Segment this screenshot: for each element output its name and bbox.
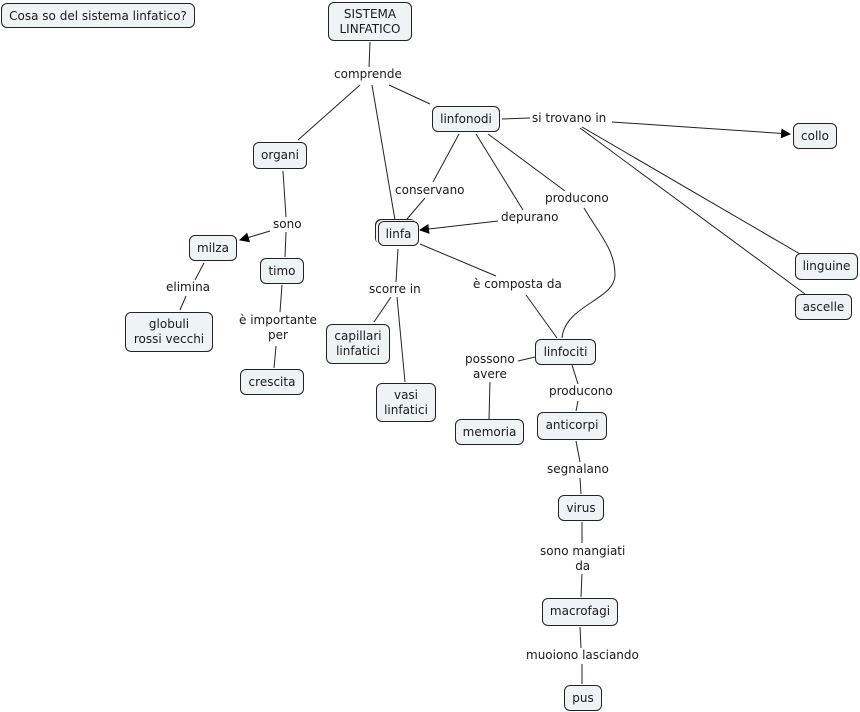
concept-sistema-linfatico[interactable]: SISTEMA LINFATICO <box>328 2 412 41</box>
concept-crescita[interactable]: crescita <box>240 369 304 395</box>
link-linfonodi-conservano <box>432 133 460 183</box>
concept-anticorpi[interactable]: anticorpi <box>537 412 607 440</box>
link-comprende-linfonodi <box>388 84 431 105</box>
link-label-e-composta-da: è composta da <box>471 277 564 292</box>
link-label-elimina: elimina <box>164 280 213 295</box>
link-sono-milza <box>239 230 271 243</box>
concept-collo[interactable]: collo <box>793 123 837 149</box>
link-label-producono: producono <box>543 191 611 206</box>
link-scorrein-vasi <box>396 296 406 383</box>
link-comprende-linfa <box>371 84 396 221</box>
link-segnalano-virus <box>579 477 582 495</box>
link-conservano-linfa <box>406 197 426 220</box>
link-sitrovano-linguine <box>581 126 801 255</box>
link-importante-crescita <box>273 345 277 369</box>
link-depurano-linfa <box>419 220 499 234</box>
concept-memoria[interactable]: memoria <box>455 419 524 445</box>
link-label-e-importante-per: è importante per <box>237 313 319 343</box>
link-label-si-trovano-in: si trovano in <box>530 111 609 126</box>
concept-vasi-linfatici[interactable]: vasi linfatici <box>376 383 436 422</box>
link-producono-linfociti <box>561 207 616 339</box>
concept-ascelle[interactable]: ascelle <box>795 294 852 320</box>
link-macrofagi-muoiono <box>579 626 582 649</box>
link-label-depurano: depurano <box>499 210 561 225</box>
link-linfa-scorrein <box>395 248 399 283</box>
link-label-sono: sono <box>271 217 304 232</box>
link-linfonodi-sitrovano <box>501 117 531 120</box>
link-label-comprende: comprende <box>332 67 404 82</box>
link-label-segnalano: segnalano <box>545 462 611 477</box>
link-label-muoiono-lasciando: muoiono lasciando <box>524 648 641 663</box>
link-possono-memoria <box>488 380 491 420</box>
link-label-possono-avere: possono avere <box>463 352 517 382</box>
link-label-conservano: conservano <box>393 183 467 198</box>
link-sitrovano-collo <box>611 121 791 139</box>
link-organi-sono <box>282 170 287 218</box>
link-linfonodi-depurano <box>475 133 524 211</box>
link-linfonodi-producono <box>487 133 566 192</box>
link-label-sono-mangiati-da: sono mangiati da <box>538 544 628 574</box>
concept-virus[interactable]: virus <box>558 495 604 521</box>
concept-organi[interactable]: organi <box>253 142 307 169</box>
link-label-scorre-in: scorre in <box>367 282 423 297</box>
link-elimina-globuli <box>179 295 187 311</box>
concept-globuli-rossi-vecchi[interactable]: globuli rossi vecchi <box>125 312 213 352</box>
link-mangiati-macrofagi <box>580 572 583 598</box>
title-node[interactable]: Cosa so del sistema linfatico? <box>1 3 195 28</box>
concept-timo[interactable]: timo <box>260 258 304 284</box>
concept-pus[interactable]: pus <box>564 685 602 711</box>
concept-milza[interactable]: milza <box>189 235 237 261</box>
link-sono-timo <box>284 231 287 258</box>
concept-linguine[interactable]: linguine <box>795 253 858 280</box>
concept-linfociti[interactable]: linfociti <box>535 339 596 365</box>
concept-linfonodi[interactable]: linfonodi <box>432 106 500 132</box>
link-composta-linfociti <box>525 294 558 339</box>
link-anticorpi-segnalano <box>575 440 581 463</box>
concept-linfa[interactable]: linfa <box>378 221 419 246</box>
link-milza-elimina <box>194 262 205 281</box>
link-linfa-composta <box>419 243 497 277</box>
link-linfociti-producono2 <box>571 364 579 385</box>
concept-macrofagi[interactable]: macrofagi <box>542 598 618 626</box>
concept-capillari-linfatici[interactable]: capillari linfatici <box>326 324 390 364</box>
link-sistema-comprende <box>368 41 371 69</box>
link-label-producono-2: producono <box>547 384 615 399</box>
link-comprende-organi <box>297 84 361 141</box>
link-sitrovano-ascelle <box>579 127 806 295</box>
link-timo-importante <box>279 284 283 313</box>
link-linfociti-possono <box>517 356 536 362</box>
link-producono2-anticorpi <box>575 400 579 412</box>
link-scorrein-capillari <box>373 296 392 323</box>
